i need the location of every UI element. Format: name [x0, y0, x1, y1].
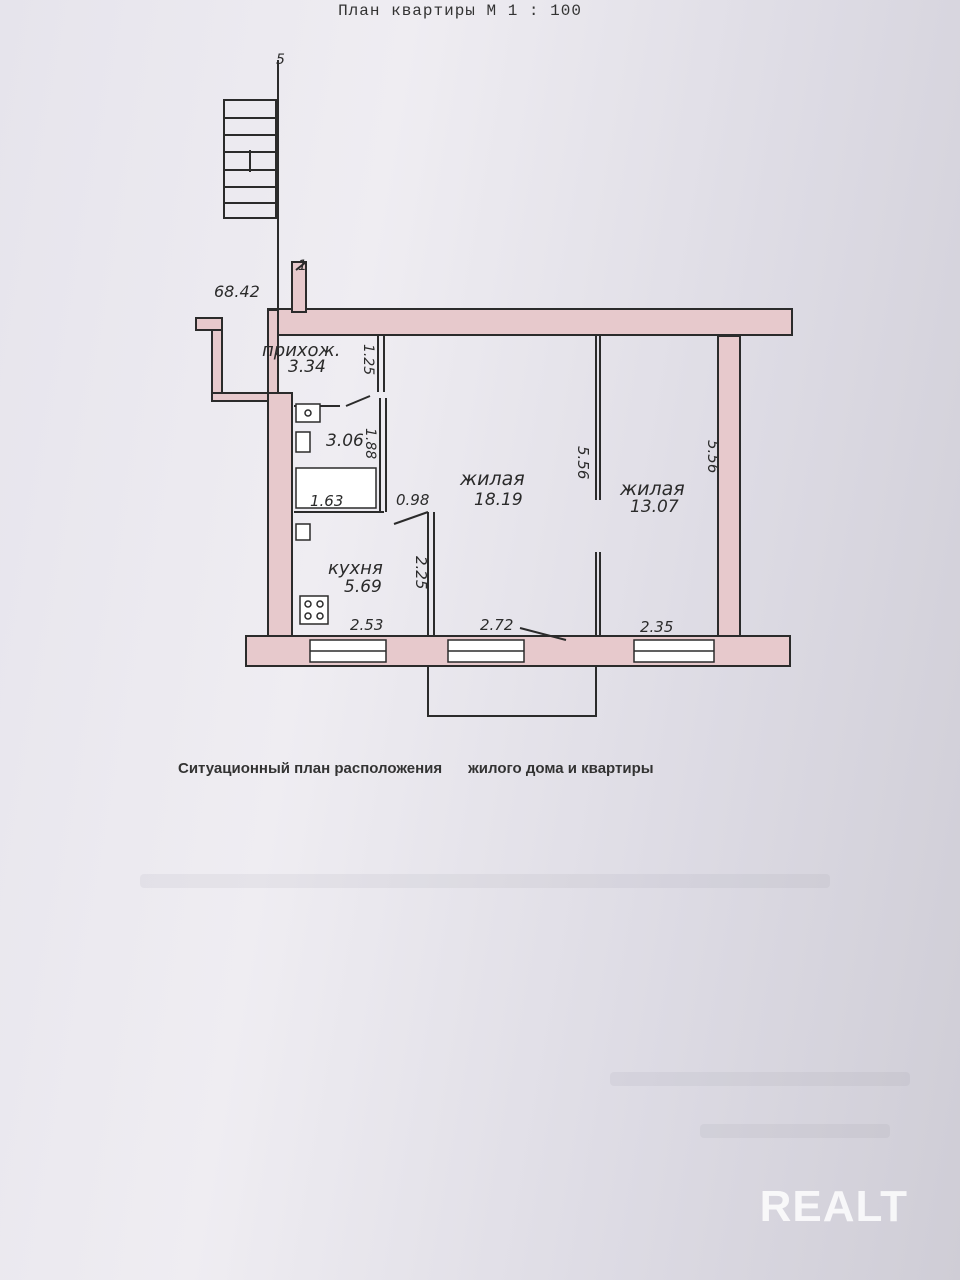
bleed-through-line [140, 874, 830, 888]
caption-part2: жилого дома и квартиры [468, 760, 654, 777]
dim-235: 2.35 [640, 618, 673, 636]
dim-098: 0.98 [396, 491, 429, 509]
bleed-through-line [610, 1072, 910, 1086]
wall-right [717, 335, 741, 641]
dim-125: 1.25 [360, 344, 376, 375]
bathtub-icon [295, 467, 377, 509]
stair-mark: 5 [276, 52, 285, 68]
dim-253: 2.53 [350, 616, 383, 634]
living2-name: жилая [619, 478, 685, 500]
top-mark: 1 [298, 258, 307, 274]
wall-entrance-left [211, 329, 223, 401]
kitchen-name: кухня [328, 558, 383, 579]
situation-plan-caption: Ситуационный план расположения жилого дом… [178, 760, 654, 777]
stair-icon [223, 60, 279, 310]
bath-area: 3.06 [326, 431, 364, 451]
walls [195, 261, 793, 667]
wall-left [267, 392, 293, 640]
windows [309, 639, 715, 663]
bathroom-fixtures [295, 403, 377, 625]
dim-556b: 5.56 [704, 440, 722, 473]
living2-area: 13.07 [630, 497, 679, 517]
living1-name: жилая [459, 468, 525, 490]
dim-188: 1.88 [362, 428, 378, 459]
wall-top [267, 308, 793, 336]
kitchen-sink-icon [295, 523, 311, 541]
stove-icon [299, 595, 329, 625]
wall-stair [291, 261, 307, 313]
toilet-icon [295, 431, 311, 453]
hallway-name: прихож. [262, 340, 341, 361]
living1-area: 18.19 [474, 490, 523, 510]
hallway-area: 3.34 [288, 357, 326, 377]
watermark-logo: REALT [759, 1182, 908, 1231]
kitchen-area: 5.69 [344, 577, 382, 597]
document-title: План квартиры М 1 : 100 [338, 2, 582, 20]
dim-225: 2.25 [412, 556, 430, 589]
dim-163: 1.63 [310, 492, 343, 510]
dim-272: 2.72 [480, 616, 513, 634]
bleed-through-line [700, 1124, 890, 1138]
caption-part1: Ситуационный план расположения [178, 760, 443, 777]
dim-556a: 5.56 [574, 446, 592, 479]
level-mark: 68.42 [214, 282, 260, 301]
